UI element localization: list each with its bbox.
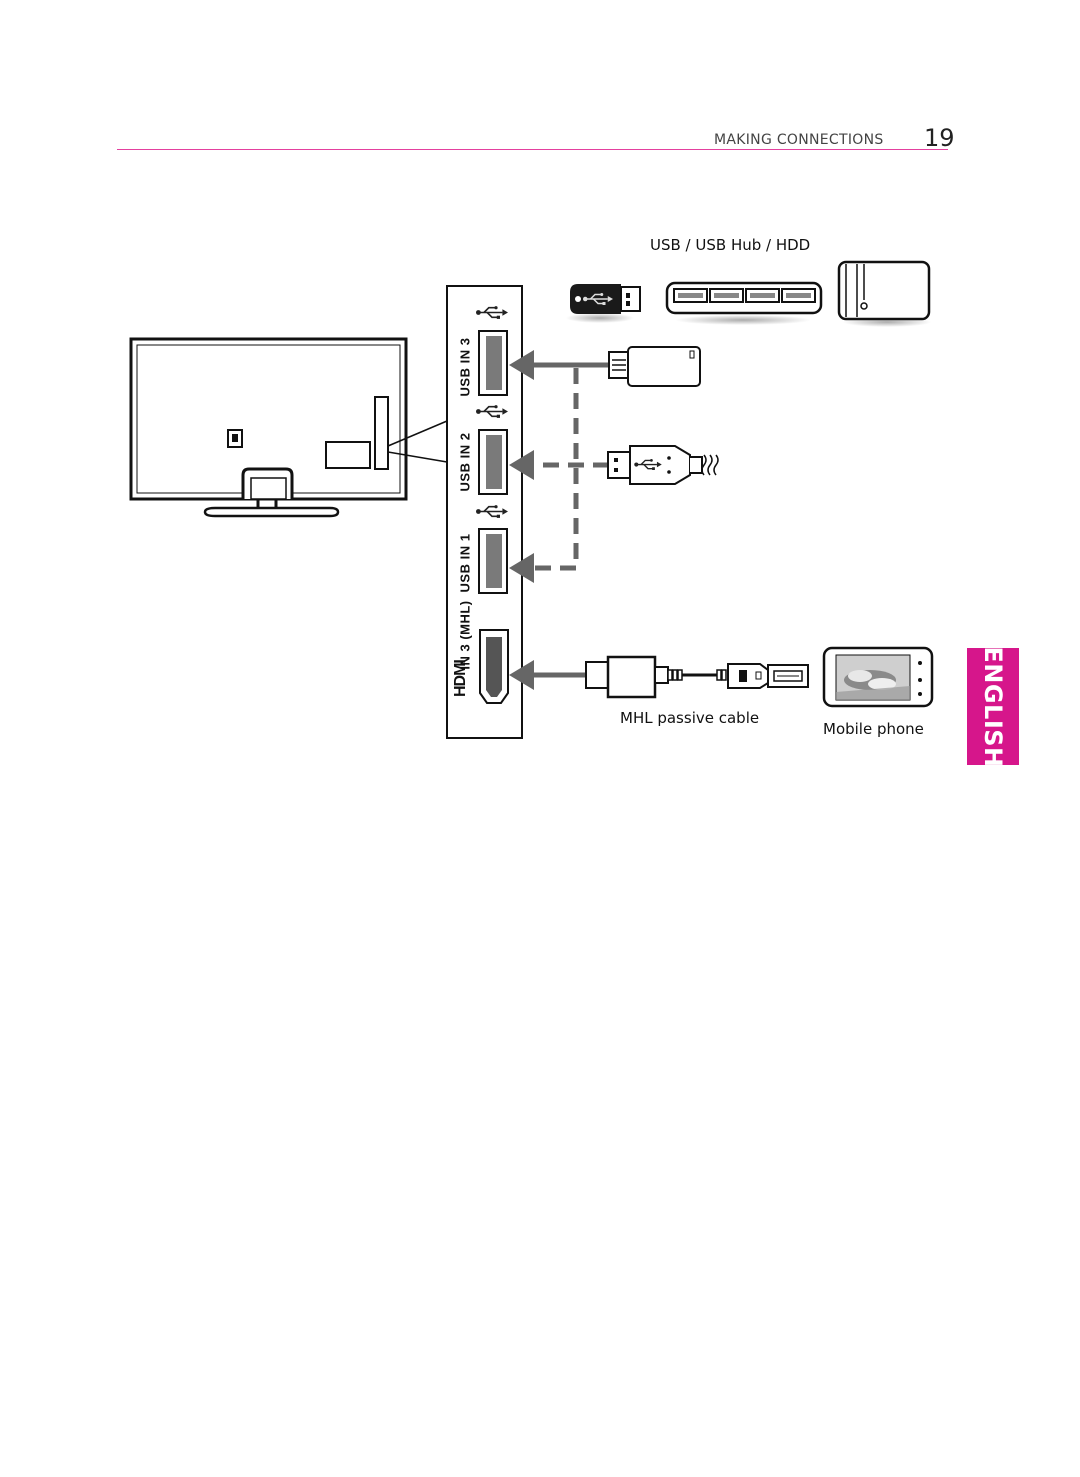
usb-hub-device xyxy=(665,281,823,325)
hdd-device xyxy=(837,260,931,327)
header-divider xyxy=(117,149,948,150)
hdmi-logo: HDMI xyxy=(452,660,469,697)
usb-cable-plug xyxy=(607,445,719,485)
connection-arrows xyxy=(509,350,609,690)
hdmi-in-3-label: IN 3 (MHL) xyxy=(457,600,473,670)
language-tab: ENGLISH xyxy=(967,646,1019,767)
mhl-cable-label: MHL passive cable xyxy=(620,709,760,727)
section-title: MAKING CONNECTIONS xyxy=(714,132,884,148)
usb-in-3-label: USB IN 3 xyxy=(457,337,473,397)
mobile-phone xyxy=(822,646,934,708)
tv-back xyxy=(129,337,448,518)
usb-devices-label: USB / USB Hub / HDD xyxy=(650,236,811,254)
svg-text:HDMI: HDMI xyxy=(452,660,469,697)
usb-flash-plug xyxy=(608,346,701,387)
usb-flash-drive-device xyxy=(566,284,641,323)
page-number: 19 xyxy=(924,124,955,152)
usb-in-1-label: USB IN 1 xyxy=(457,533,473,593)
mobile-phone-label: Mobile phone xyxy=(823,720,924,738)
usb-in-2-label: USB IN 2 xyxy=(457,432,473,492)
mhl-cable xyxy=(585,655,809,699)
